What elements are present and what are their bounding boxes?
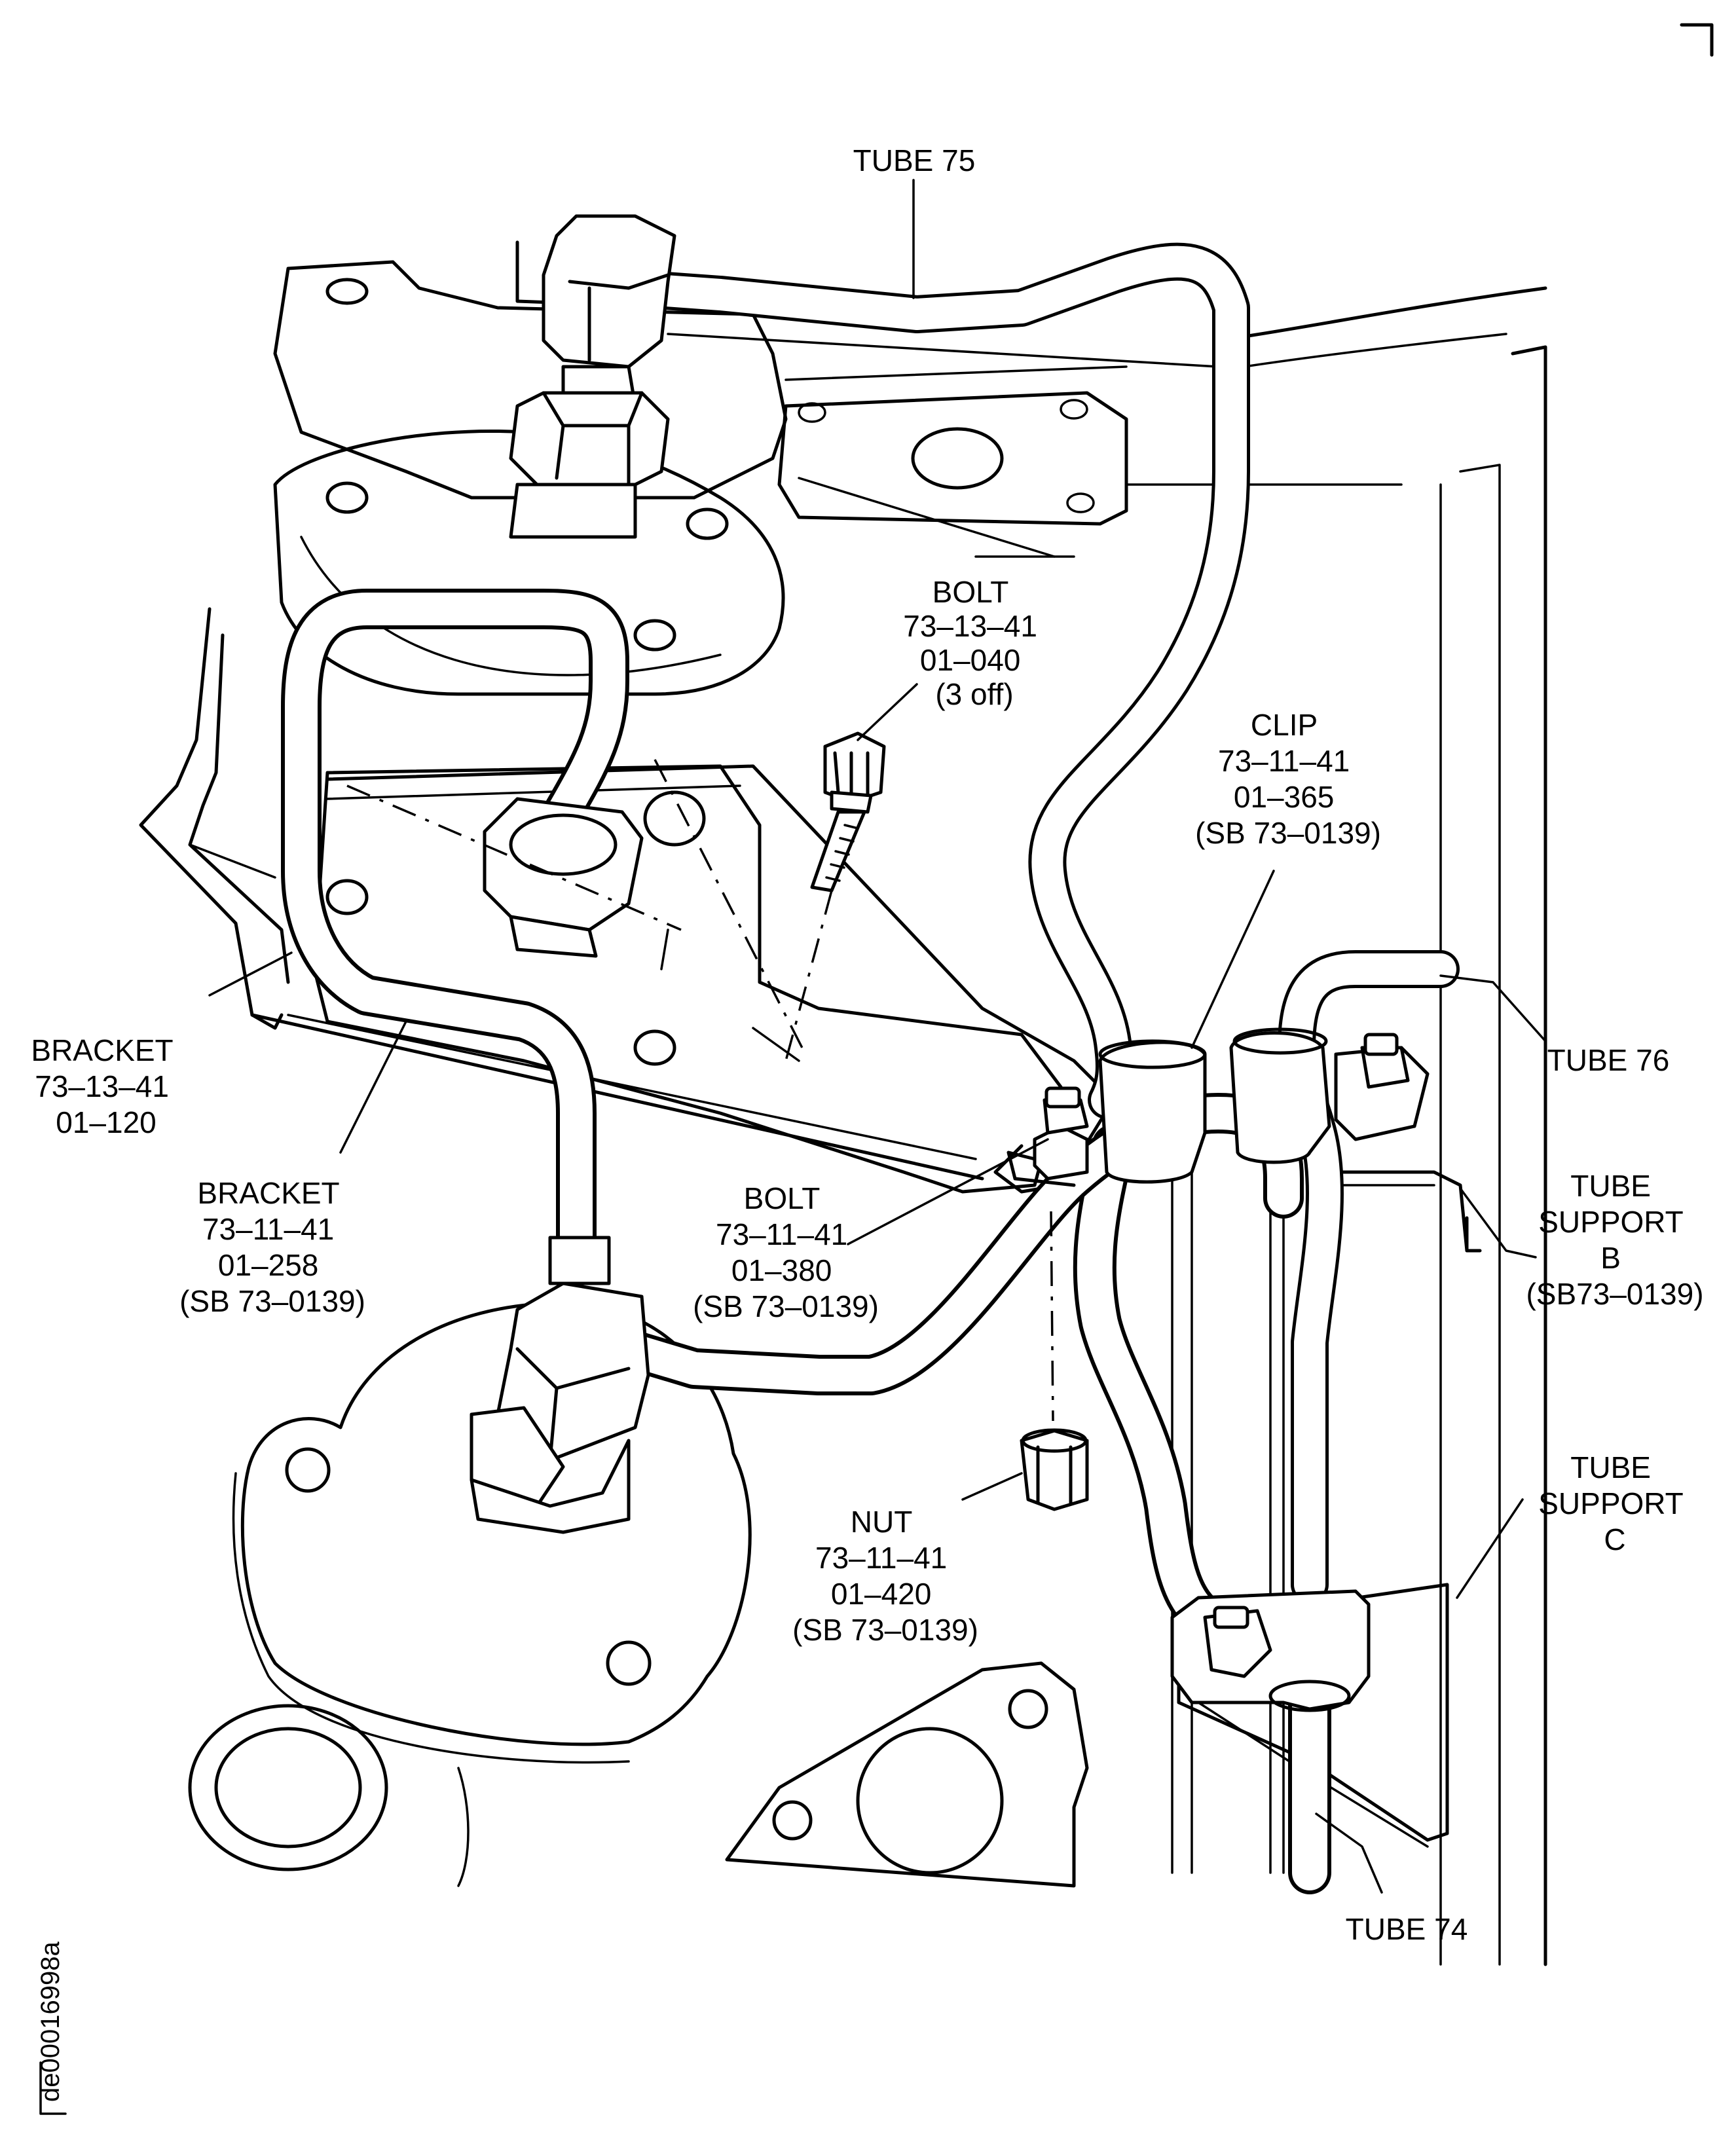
label-tube-75: TUBE 75 [853,143,976,177]
lower-tube-fitting [470,1236,650,1534]
corner-crop-mark [1680,23,1714,57]
assembly-centre-lines [346,759,1054,1422]
label-tube-support-c: TUBE SUPPORT C [1538,1450,1691,1556]
leader-lines [208,179,1547,1894]
label-bolt-01-040: BOLT 73–13–41 01–040 (3 off) [903,575,1045,711]
label-tube-74: TUBE 74 [1346,1912,1468,1946]
tube-support-c-clamp [1170,1589,1371,1712]
label-clip-01-365: CLIP 73–11–41 01–365 (SB 73–0139) [1195,708,1381,850]
middle-tube-fitting [483,797,644,958]
bolt-73-13-41-01-040 [810,731,886,892]
tube-74 [1073,1124,1331,1894]
label-nut-01-420: NUT 73–11–41 01–420 (SB 73–0139) [792,1505,978,1647]
top-tube-fitting [509,214,676,539]
label-bolt-01-380: BOLT 73–11–41 01–380 (SB 73–0139) [693,1181,879,1323]
label-bracket-01-120: BRACKET 73–13–41 01–120 [31,1033,181,1139]
callout-labels: TUBE 75 BOLT 73–13–41 01–040 (3 off) CLI… [31,143,1704,2115]
label-bracket-01-258: BRACKET 73–11–41 01–258 (SB 73–0139) [179,1176,365,1318]
label-tube-support-b: TUBE SUPPORT B (SB73–0139) [1526,1169,1703,1311]
label-tube-76: TUBE 76 [1547,1043,1670,1077]
bracket-73-11-41-01-258 [325,764,1115,1194]
bolt-73-11-41-01-380 [1007,1086,1089,1187]
tube-75 [610,242,1250,1119]
left-loop-tube [281,589,629,1264]
nut-73-11-41-01-420 [1020,1428,1089,1511]
figure-id-bracket [39,2061,67,2115]
bracket-73-13-41-01-120 [139,607,984,1181]
clip-73-11-41-01-365 [1098,1027,1331,1184]
tube-support-b-bolt [1334,1033,1430,1141]
